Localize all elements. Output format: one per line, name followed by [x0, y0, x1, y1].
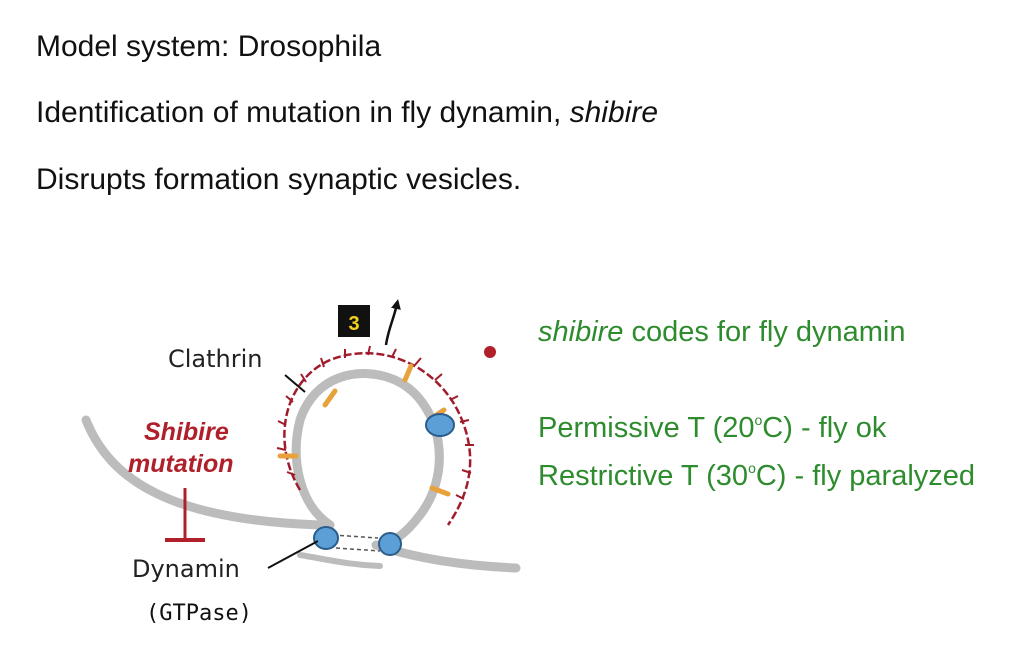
clathrin-coat	[283, 351, 472, 526]
shibire-codes-note: shibire codes for fly dynamin	[538, 316, 906, 348]
plasma-membrane-left	[81, 415, 325, 530]
neck-dash-2	[335, 547, 381, 552]
temperature-notes: Permissive T (20oC) - fly ok Restrictive…	[538, 400, 1008, 496]
adaptor-proteins	[277, 363, 451, 497]
shibire-italic: shibire	[569, 96, 658, 129]
gtpase-label: (GTPase)	[146, 601, 252, 626]
mutation-label-line2: mutation	[128, 450, 234, 478]
endocytosis-diagram: 3 Clathrin Shibire mutation Dynamin (GTP…	[81, 299, 521, 626]
vesicle-membrane	[291, 369, 444, 550]
clathrin-spikes	[276, 345, 474, 500]
bullet-model-system: Model system: Drosophila	[36, 30, 382, 63]
dynamin-right	[378, 532, 402, 556]
budding-arrow	[384, 299, 401, 346]
clathrin-pointer	[284, 374, 306, 393]
step-box	[338, 305, 370, 337]
restrictive-note: Restrictive T (30oC) - fly paralyzed	[538, 460, 976, 492]
bullet-identification: Identification of mutation in fly dynami…	[36, 96, 658, 129]
released-vesicle-dot	[484, 346, 496, 358]
dynamin-pointer	[267, 540, 319, 569]
dynamin-label: Dynamin	[132, 555, 240, 583]
step-number: 3	[348, 313, 359, 335]
neck-dash-1	[332, 534, 379, 539]
permissive-note: Permissive T (20oC) - fly ok	[538, 412, 887, 444]
cargo-receptor	[425, 413, 455, 437]
dynamin-left	[313, 526, 339, 550]
mutation-label-line1: Shibire	[144, 418, 229, 446]
plasma-membrane-lower	[297, 552, 383, 569]
bullet-disrupts: Disrupts formation synaptic vesicles.	[36, 163, 522, 196]
clathrin-label: Clathrin	[168, 345, 263, 373]
